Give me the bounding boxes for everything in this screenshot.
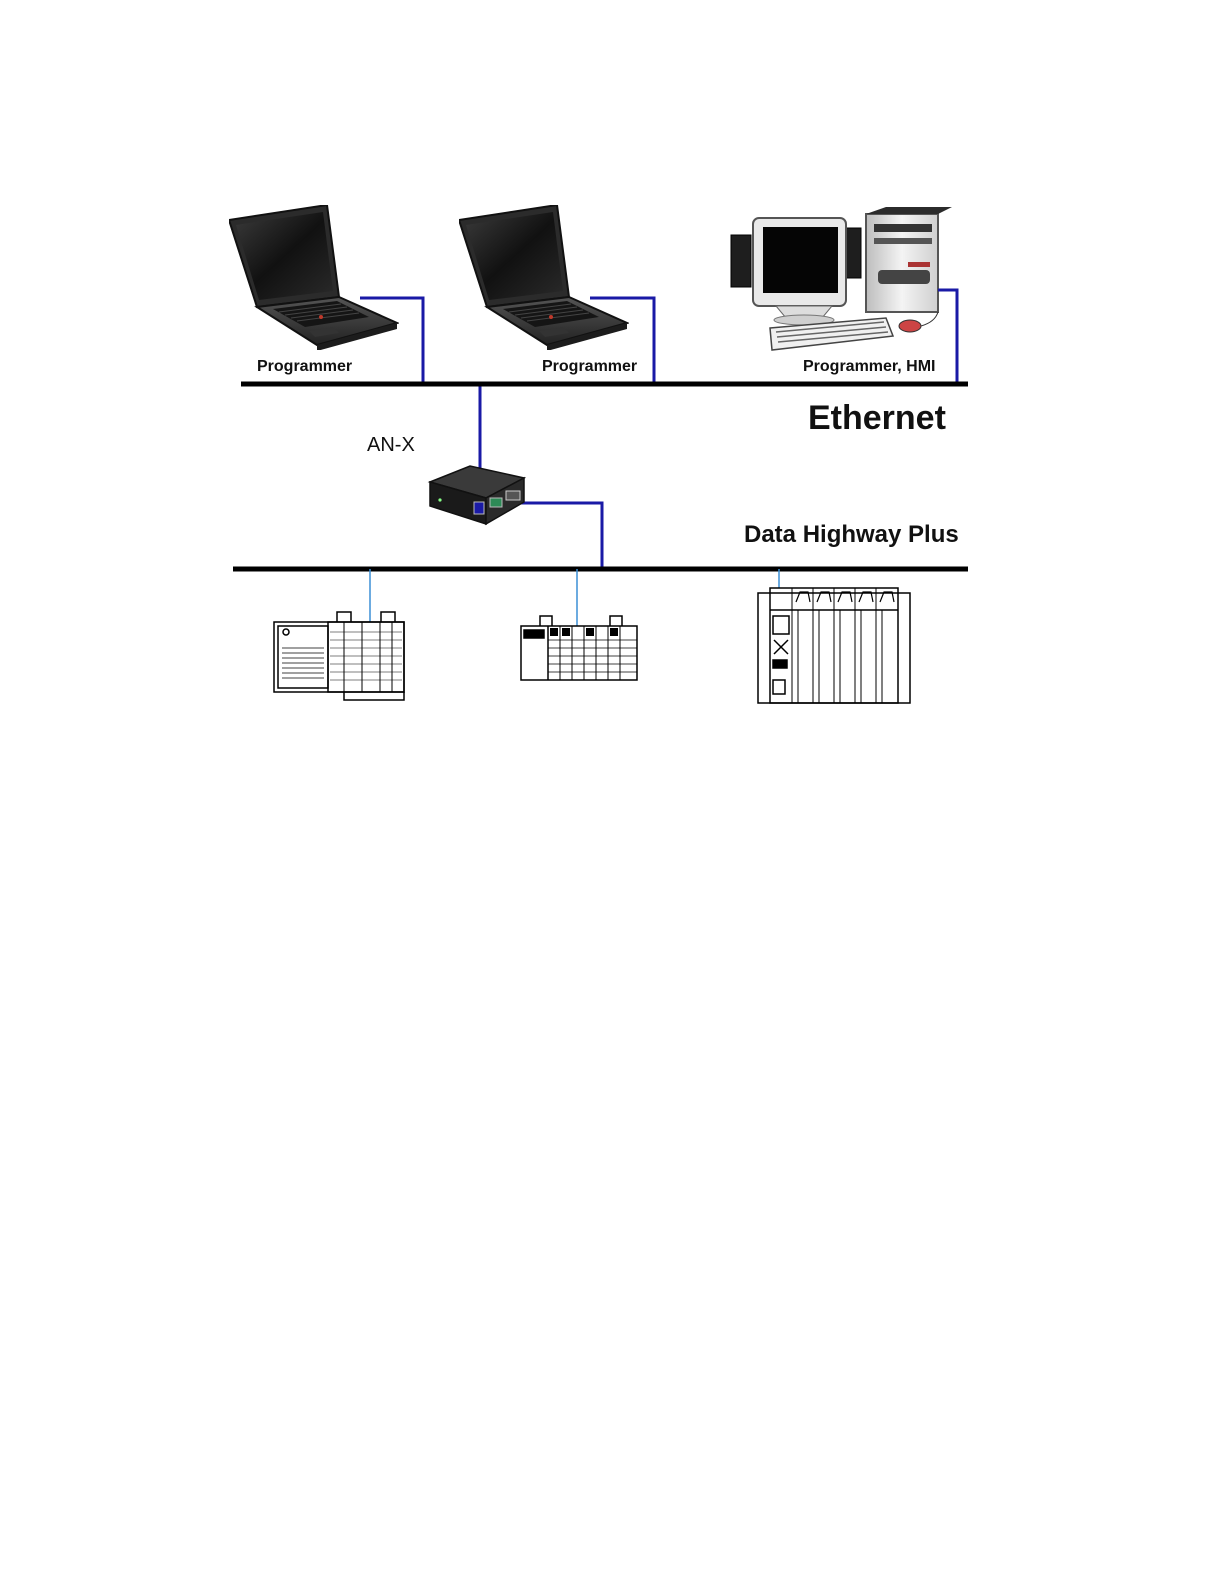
laptop-1-label: Programmer bbox=[257, 358, 352, 375]
dhplus-label: Data Highway Plus bbox=[744, 521, 959, 548]
anx-dhplus-drop bbox=[511, 503, 602, 569]
laptop-1 bbox=[229, 205, 397, 351]
dhplus-drops bbox=[370, 569, 779, 626]
slc500-chassis-icon bbox=[521, 616, 637, 680]
anx-gateway-icon bbox=[430, 466, 524, 524]
desktop-label: Programmer, HMI bbox=[803, 358, 935, 375]
plc5-chassis-icon bbox=[758, 588, 910, 703]
controllogix-chassis-icon bbox=[274, 612, 404, 700]
ethernet-label: Ethernet bbox=[808, 399, 946, 437]
laptop-2 bbox=[459, 205, 627, 351]
desktop-drop bbox=[938, 290, 957, 384]
desktop-computer-icon bbox=[731, 207, 952, 350]
anx-label: AN-X bbox=[367, 434, 415, 456]
laptop-2-label: Programmer bbox=[542, 358, 637, 375]
